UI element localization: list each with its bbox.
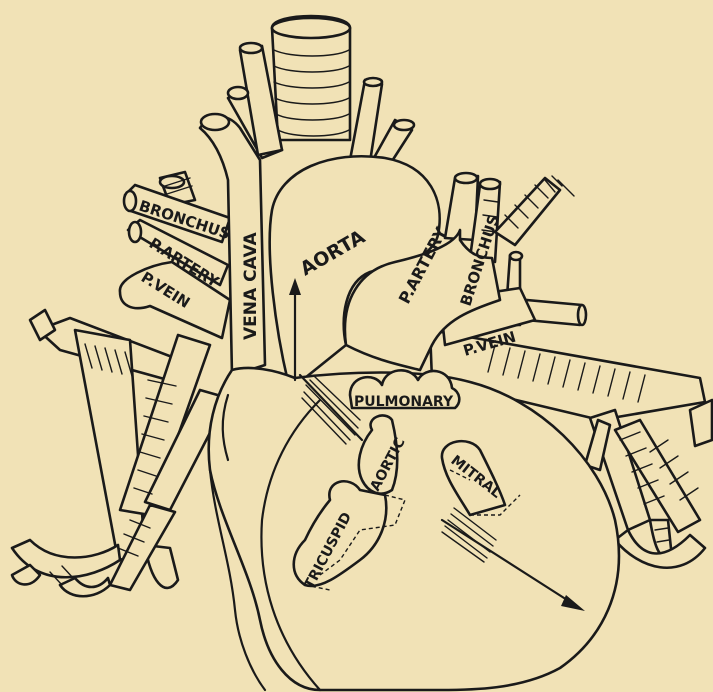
- heart-body: [209, 368, 619, 690]
- left-lower-vessels: [12, 310, 228, 596]
- trachea: [272, 16, 350, 140]
- label-pulmonary: PULMONARY: [354, 394, 454, 410]
- label-vena-cava: VENA CAVA: [241, 231, 261, 340]
